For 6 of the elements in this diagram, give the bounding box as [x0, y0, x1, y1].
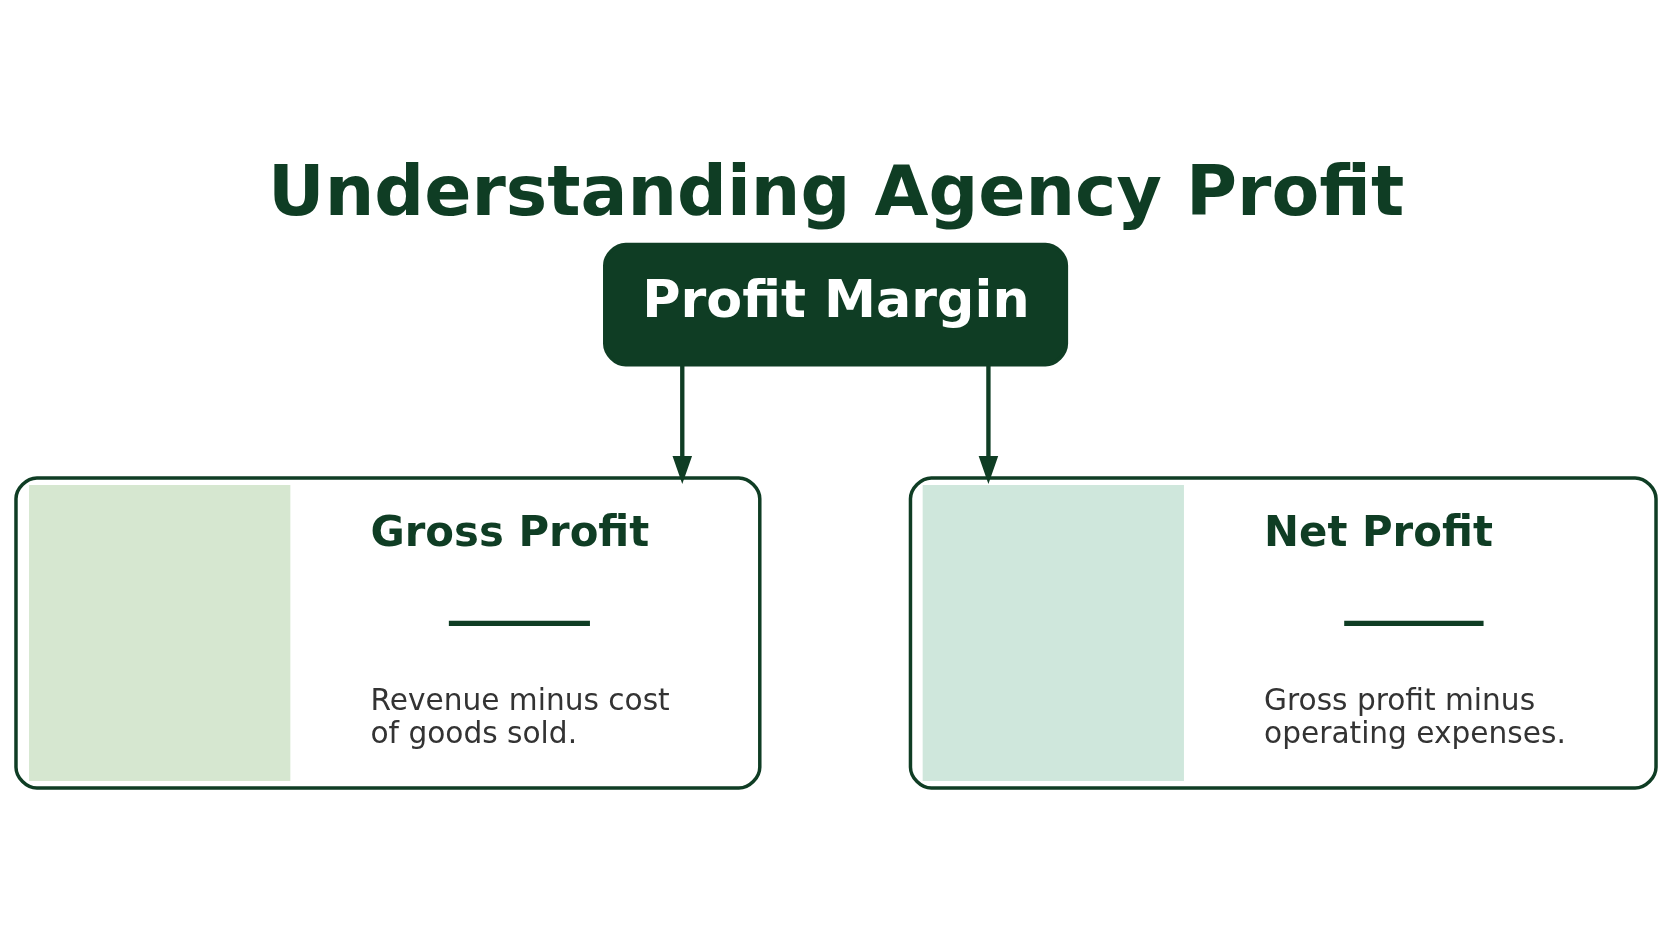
node-box: Gross Profit Revenue minus cost of goods sold.: [14, 475, 762, 790]
node-box: Profit Margin: [603, 242, 1069, 366]
node-box: Net Profit Gross profit minus operating expenses.: [908, 475, 1658, 790]
arrow: [672, 364, 693, 484]
arrow: [978, 364, 999, 484]
diagram-title: Understanding Agency Profit: [268, 149, 1405, 231]
